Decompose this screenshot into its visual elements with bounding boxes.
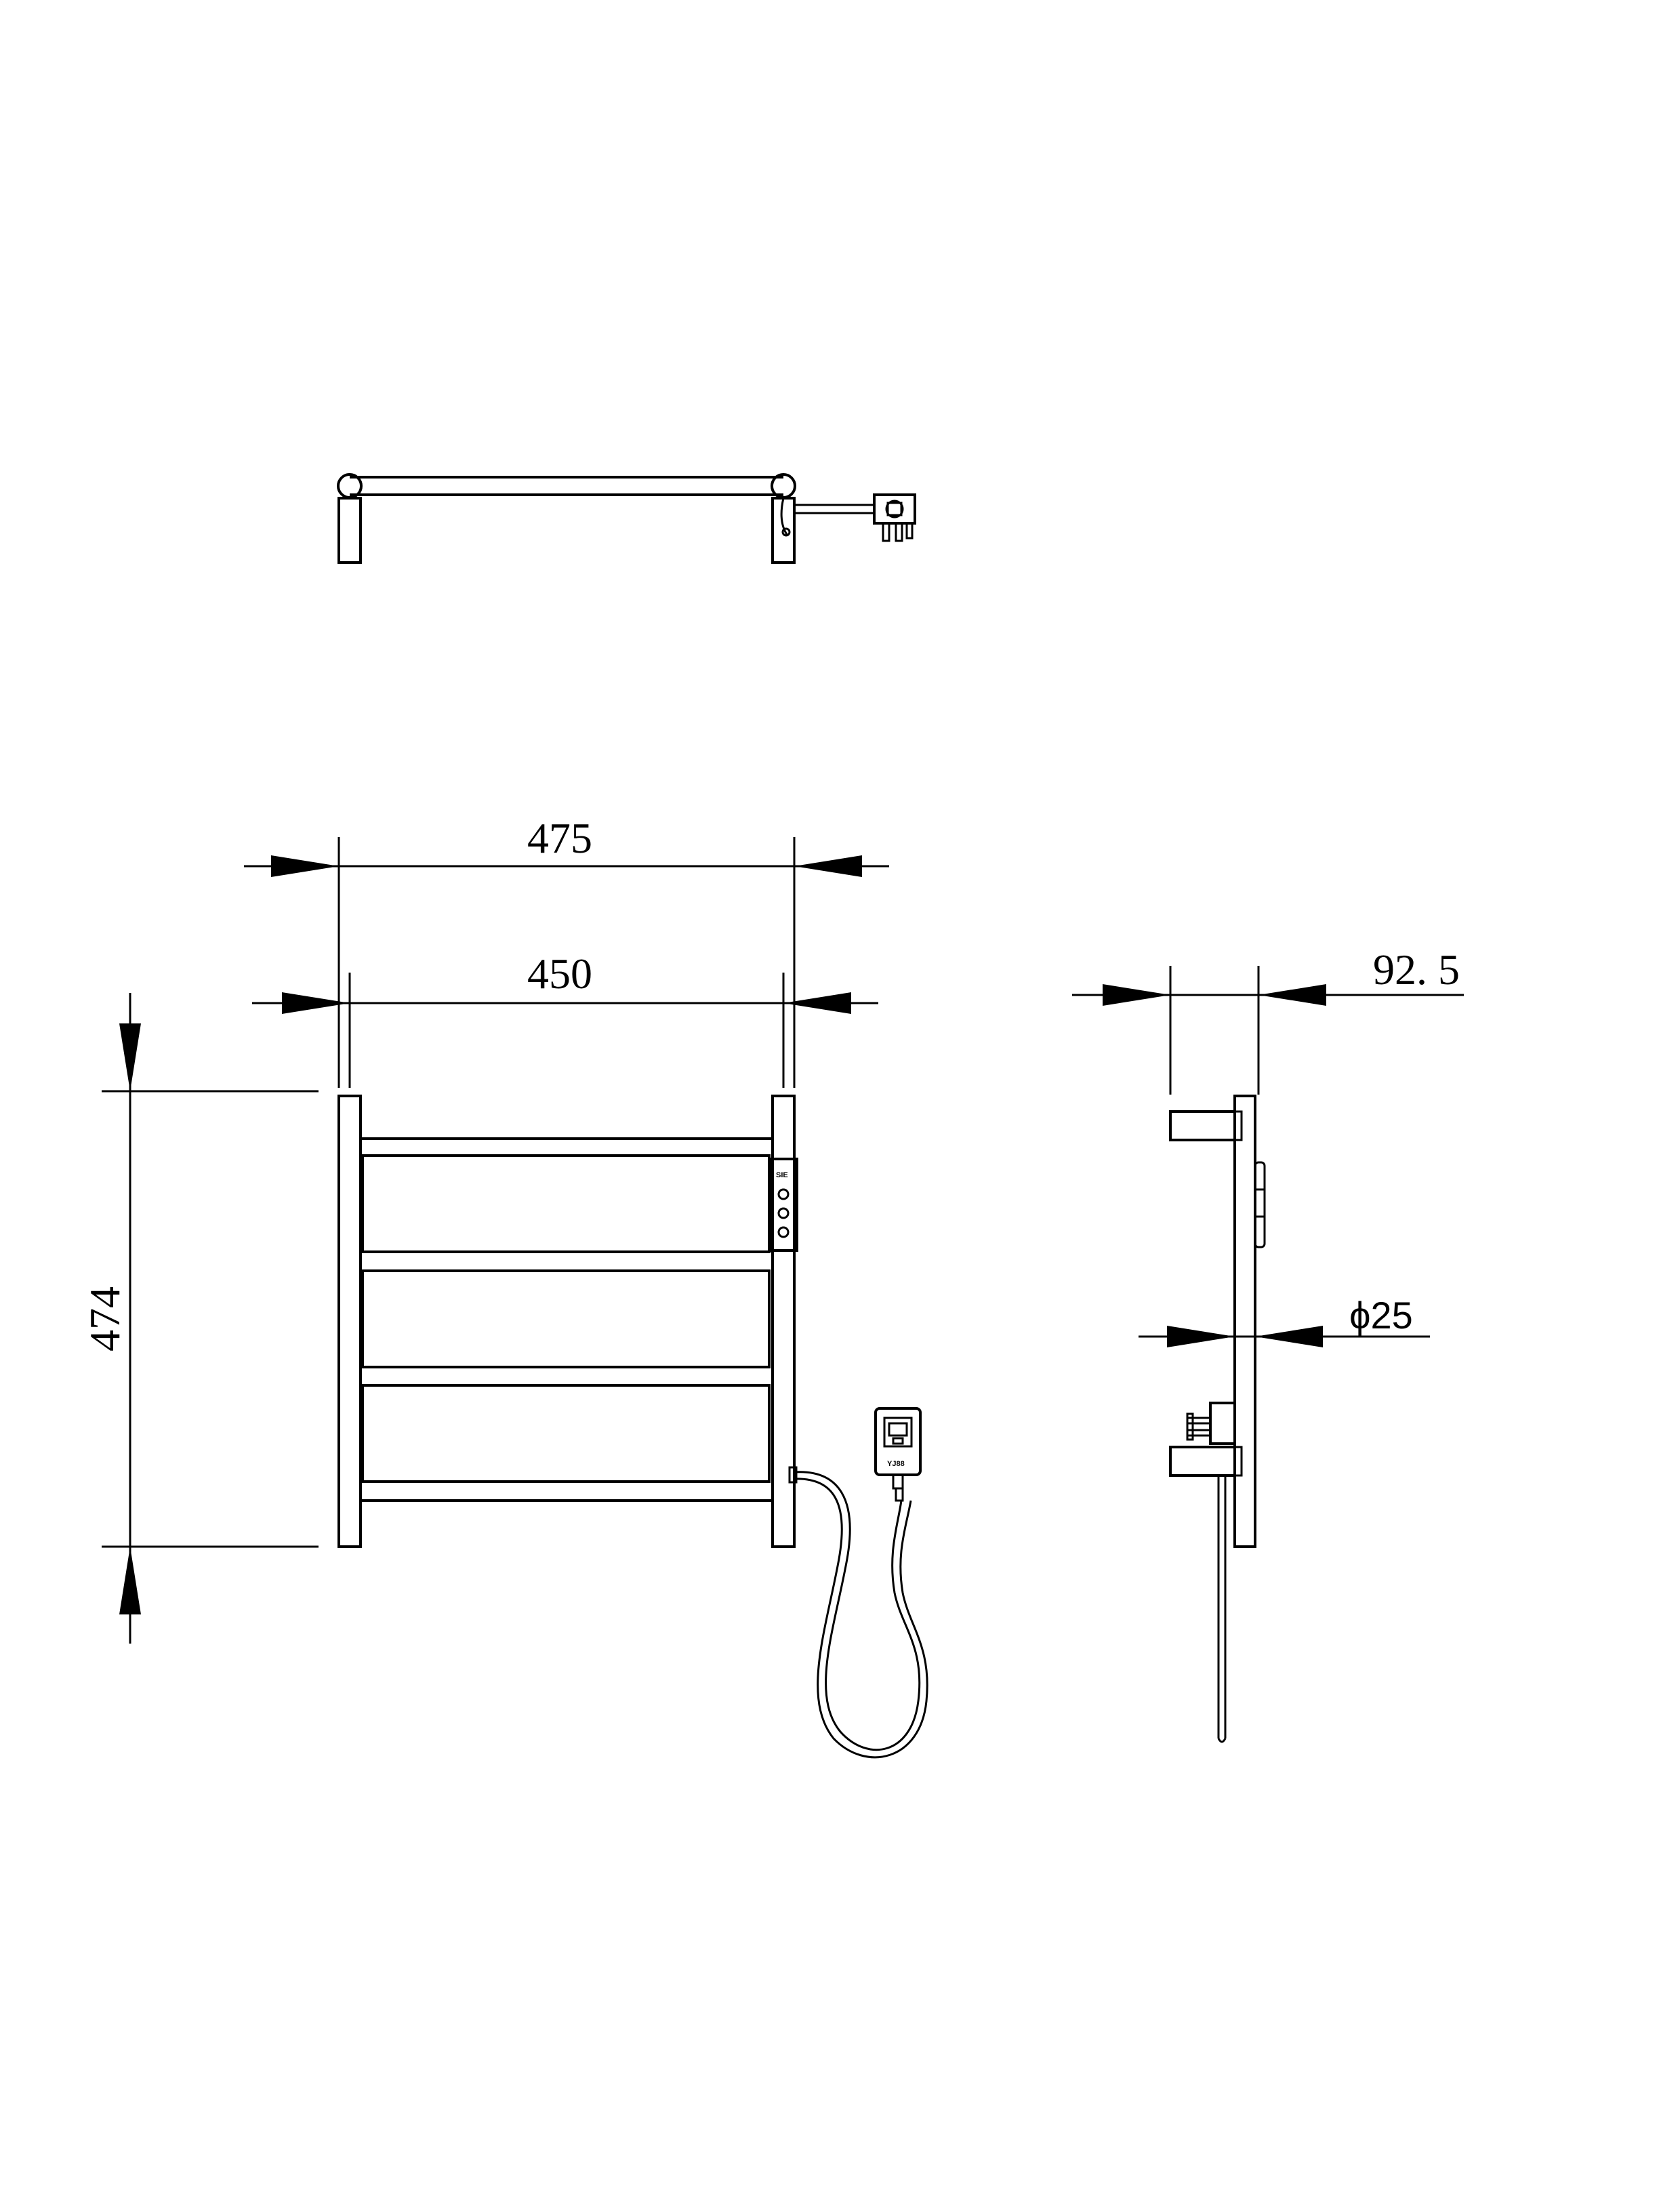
front-view-plug-indicator <box>892 1437 904 1445</box>
side-view-cable-end <box>1217 1738 1227 1743</box>
dim-474-arrow-bottom <box>119 1547 141 1614</box>
dim-92-5-arrow-right <box>1258 984 1326 1006</box>
top-view-plug-pin-mid <box>895 522 903 542</box>
dimension-450: 450 <box>252 950 878 1088</box>
dim-474-label: 474 <box>81 1286 129 1351</box>
top-view-plug-body <box>873 493 916 525</box>
control-box-label: SIE <box>776 1171 788 1179</box>
front-view-plug-socket-face <box>883 1417 913 1448</box>
side-view-bottom-bracket <box>1169 1446 1236 1477</box>
dim-474-arrow-top <box>119 1023 141 1091</box>
front-view-control-box <box>769 1158 798 1252</box>
dim-92-5-label: 92. 5 <box>1373 945 1460 994</box>
top-view-plug-dial <box>885 500 904 518</box>
dim-92-5-arrow-left <box>1103 984 1170 1006</box>
dim-25-arrow-left <box>1167 1326 1235 1347</box>
dimension-474: 474 <box>81 993 319 1644</box>
plug-label: YJ88 <box>887 1460 905 1468</box>
top-view-cable-grommet <box>781 527 791 537</box>
front-view-cable-outer <box>794 1471 921 1751</box>
side-view <box>1169 1095 1266 1743</box>
top-view-cable-loop <box>780 497 789 536</box>
front-view-bar-panel-1 <box>361 1154 771 1253</box>
control-box-button-3 <box>777 1226 790 1238</box>
top-view <box>337 473 916 564</box>
dim-25-arrow-right <box>1255 1326 1323 1347</box>
front-view-plug-neck <box>892 1473 904 1490</box>
dim-25-label: ϕ25 <box>1349 1294 1413 1337</box>
top-view-right-end-cap <box>771 473 796 499</box>
top-view-left-leg <box>337 497 362 564</box>
dimension-diameter-25: ϕ25 <box>1139 1294 1430 1347</box>
dim-450-arrow-right <box>783 992 851 1014</box>
top-view-left-end-cap <box>337 473 363 499</box>
side-view-plug-pin-bottom <box>1186 1429 1212 1437</box>
side-view-bottom-bracket-flange <box>1233 1446 1243 1477</box>
side-view-plug-pin-base <box>1186 1412 1194 1441</box>
top-view-plug-pin-left <box>882 522 890 542</box>
dimension-92-5: 92. 5 <box>1072 945 1464 1095</box>
front-view-left-post <box>337 1095 362 1548</box>
side-view-plug-body <box>1209 1402 1236 1445</box>
dim-475-arrow-left <box>271 855 339 877</box>
front-view-right-post <box>771 1095 796 1548</box>
front-view-plug-window <box>888 1422 908 1437</box>
top-view-plug-window <box>886 502 903 516</box>
dim-450-arrow-left <box>282 992 350 1014</box>
front-view-bar-panel-2 <box>361 1269 771 1368</box>
side-view-plug-pin-top <box>1186 1417 1212 1425</box>
side-view-control-box <box>1254 1161 1266 1248</box>
dim-475-label: 475 <box>527 814 592 862</box>
side-view-top-bracket-flange <box>1233 1110 1243 1141</box>
control-box-button-1 <box>777 1188 790 1200</box>
dim-475-arrow-right <box>794 855 862 877</box>
dimension-475: 475 <box>244 814 889 1088</box>
side-view-post <box>1233 1095 1256 1548</box>
dim-450-label: 450 <box>527 950 592 998</box>
control-box-button-2 <box>777 1207 790 1219</box>
front-view-cable-gland <box>788 1466 798 1484</box>
side-view-top-bracket <box>1169 1110 1236 1141</box>
top-view-plug-pin-right <box>905 522 914 540</box>
front-view-bar-panel-3 <box>361 1384 771 1483</box>
front-view-cable-inner <box>794 1478 928 1759</box>
front-view-plug-strain-relief <box>895 1487 904 1502</box>
front-view: SIE YJ88 <box>337 1095 928 1759</box>
top-view-cable <box>794 504 874 514</box>
